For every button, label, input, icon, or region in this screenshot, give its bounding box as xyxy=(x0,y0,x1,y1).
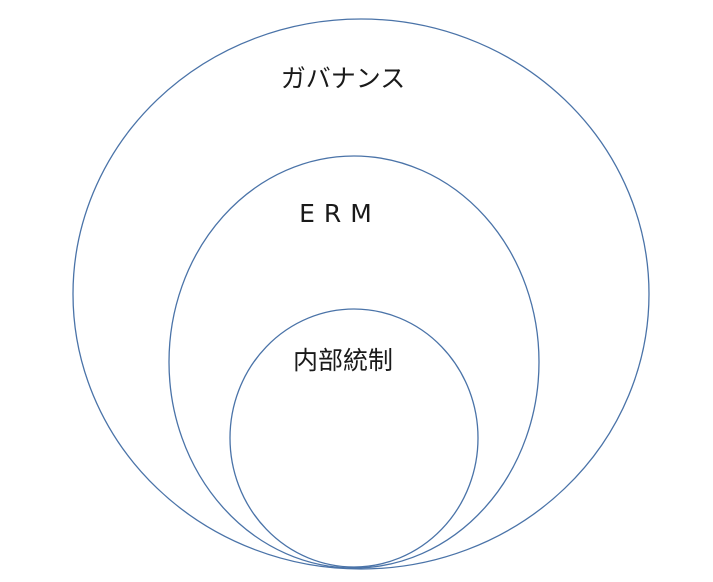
governance-label: ガバナンス xyxy=(281,64,406,93)
erm-circle xyxy=(168,155,540,569)
internal-control-label: 内部統制 xyxy=(293,346,393,375)
internal-control-circle xyxy=(229,308,479,568)
erm-label: ERM xyxy=(299,199,381,228)
governance-circle xyxy=(72,18,650,570)
